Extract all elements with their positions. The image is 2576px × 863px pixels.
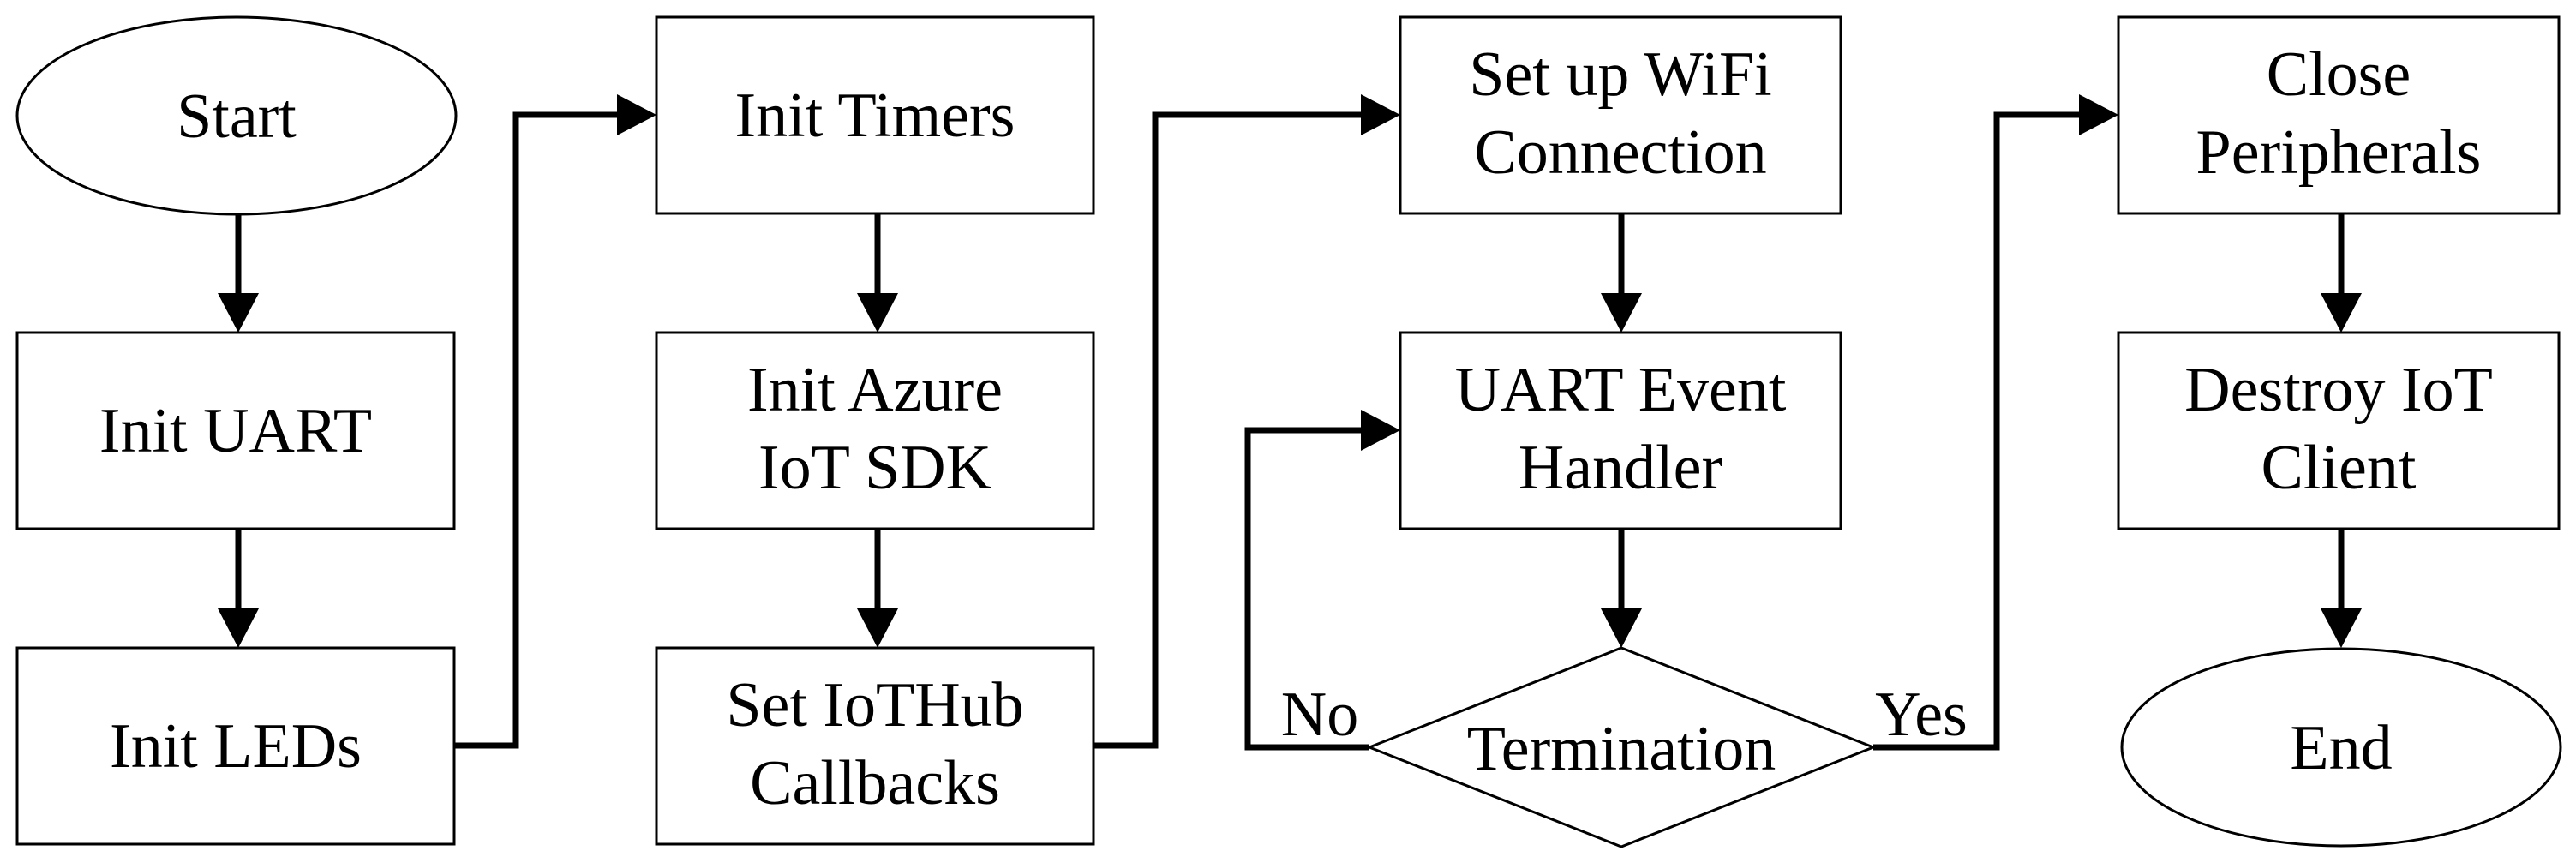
arrowhead (857, 293, 898, 333)
node-destroy-iot-client-label-line-1: Destroy IoT (2184, 355, 2493, 425)
arrowhead (218, 293, 259, 333)
node-init-azure-label-line-1: Init Azure (747, 355, 1003, 425)
node-start-label: Start (177, 81, 297, 152)
node-close-peripherals-label-line-2: Peripherals (2196, 117, 2482, 188)
node-end-label: End (2290, 713, 2392, 783)
node-uart-event-handler-label-line-2: Handler (1519, 433, 1722, 503)
arrowhead (1601, 608, 1642, 648)
node-setup-wifi-label-line-1: Set up WiFi (1469, 39, 1771, 110)
arrow-termination-yes (1873, 111, 2081, 751)
node-init-leds: Init LEDs (15, 646, 456, 846)
edge-label-no: No (1281, 680, 1358, 750)
node-close-peripherals: Close Peripherals (2117, 15, 2561, 215)
node-destroy-iot-client: Destroy IoT Client (2117, 331, 2561, 530)
node-set-callbacks: Set IoTHub Callbacks (655, 646, 1095, 846)
arrowhead (857, 608, 898, 648)
node-end: End (2120, 647, 2562, 848)
arrow-set-callbacks-to-setup-wifi (1093, 111, 1363, 749)
node-termination-decision: Termination (1365, 646, 1878, 848)
node-set-callbacks-label-line-2: Callbacks (750, 748, 1000, 818)
node-init-azure: Init Azure IoT SDK (655, 331, 1095, 530)
arrowhead (2079, 94, 2118, 135)
node-close-peripherals-label-line-1: Close (2267, 39, 2411, 110)
arrow-init-leds-to-init-timers (454, 111, 619, 749)
node-destroy-iot-client-label-line-2: Client (2261, 433, 2417, 503)
node-init-uart-label: Init UART (99, 396, 372, 466)
node-init-timers: Init Timers (655, 15, 1095, 215)
node-init-azure-label-line-2: IoT SDK (758, 433, 991, 503)
arrowhead (1361, 410, 1400, 451)
node-start: Start (15, 15, 458, 216)
node-setup-wifi: Set up WiFi Connection (1399, 15, 1842, 215)
node-termination-label: Termination (1467, 714, 1776, 784)
arrowhead (2321, 293, 2362, 333)
node-uart-event-handler: UART Event Handler (1399, 331, 1842, 530)
arrow-termination-no-loop (1244, 427, 1369, 751)
arrowhead (2321, 608, 2362, 648)
node-init-leds-label: Init LEDs (110, 711, 362, 782)
node-uart-event-handler-label-line-1: UART Event (1455, 355, 1787, 425)
node-init-uart: Init UART (15, 331, 456, 530)
node-set-callbacks-label-line-1: Set IoTHub (726, 670, 1023, 740)
arrowhead (1601, 293, 1642, 333)
node-init-timers-label: Init Timers (735, 81, 1015, 151)
connectors (218, 94, 2362, 751)
arrowhead (218, 608, 259, 648)
node-setup-wifi-label-line-2: Connection (1474, 117, 1766, 188)
arrowhead (1361, 94, 1400, 135)
edge-label-yes: Yes (1875, 680, 1968, 750)
arrowhead (617, 94, 656, 135)
